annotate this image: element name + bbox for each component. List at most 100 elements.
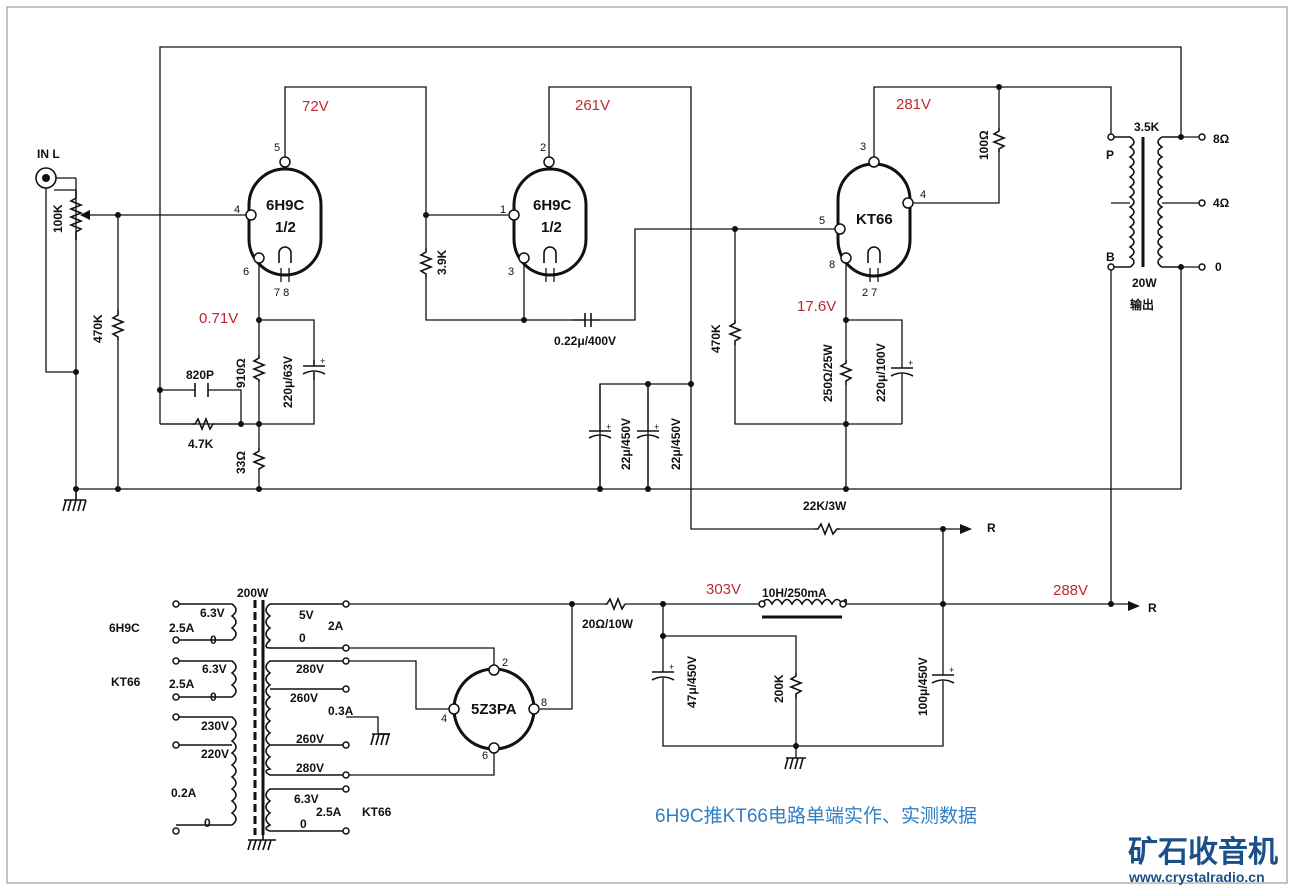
svg-text:8Ω: 8Ω <box>1213 132 1230 146</box>
svg-text:230V: 230V <box>201 719 229 733</box>
svg-text:KT66: KT66 <box>362 805 392 819</box>
arrow-r2-icon <box>1128 601 1140 611</box>
svg-text:4: 4 <box>920 189 926 201</box>
resistor-470k-in-icon <box>110 310 126 340</box>
svg-text:250Ω/25W: 250Ω/25W <box>821 344 835 402</box>
svg-text:470K: 470K <box>91 314 105 343</box>
resistor-33-icon <box>251 448 267 470</box>
svg-text:22K/3W: 22K/3W <box>803 499 847 513</box>
junctions <box>73 84 1114 749</box>
svg-text:2.5A: 2.5A <box>316 805 342 819</box>
ground-symbol-icon <box>62 489 87 512</box>
svg-text:4Ω: 4Ω <box>1213 196 1230 210</box>
tube-labels: 6H9C 1/2 6H9C 1/2 KT66 5Z3PA <box>266 197 893 718</box>
capacitor-820p-icon <box>194 383 209 397</box>
svg-text:4.7K: 4.7K <box>188 437 214 451</box>
svg-text:+: + <box>320 356 325 366</box>
tube-v2 <box>508 156 588 282</box>
svg-text:100μ/450V: 100μ/450V <box>916 657 930 716</box>
svg-text:6: 6 <box>243 266 249 278</box>
svg-text:2A: 2A <box>328 619 344 633</box>
frame-border <box>6 6 1288 884</box>
svg-text:+: + <box>654 422 659 432</box>
svg-text:22μ/450V: 22μ/450V <box>669 418 683 470</box>
svg-text:R: R <box>1148 601 1157 615</box>
svg-text:8: 8 <box>541 697 547 709</box>
resistor-22k-icon <box>815 521 840 537</box>
svg-text:820P: 820P <box>186 368 214 382</box>
svg-text:5V: 5V <box>299 608 314 622</box>
resistor-100-icon <box>991 128 1007 152</box>
svg-text:2.5A: 2.5A <box>169 677 195 691</box>
v3-name: KT66 <box>856 211 893 228</box>
svg-text:6H9C: 6H9C <box>109 621 140 635</box>
svg-text:280V: 280V <box>296 761 324 775</box>
svg-text:+: + <box>669 662 674 672</box>
resistor-4k7-icon <box>192 416 214 432</box>
svg-text:20Ω/10W: 20Ω/10W <box>582 617 634 631</box>
svg-text:0.71V: 0.71V <box>199 310 238 327</box>
svg-text:P: P <box>1106 148 1114 162</box>
svg-text:1: 1 <box>500 204 506 216</box>
svg-text:470K: 470K <box>709 324 723 353</box>
svg-text:4: 4 <box>441 713 447 725</box>
svg-text:303V: 303V <box>706 581 741 598</box>
svg-text:输出: 输出 <box>1130 297 1154 312</box>
svg-text:KT66: KT66 <box>111 675 141 689</box>
svg-text:22μ/450V: 22μ/450V <box>619 418 633 470</box>
svg-text:260V: 260V <box>290 691 318 705</box>
svg-text:5: 5 <box>819 215 825 227</box>
svg-text:100Ω: 100Ω <box>977 130 991 160</box>
svg-text:261V: 261V <box>575 97 610 114</box>
rect-name: 5Z3PA <box>471 701 517 718</box>
svg-text:8: 8 <box>829 259 835 271</box>
resistor-3k9-icon <box>418 248 434 278</box>
svg-text:100K: 100K <box>51 204 65 233</box>
svg-text:288V: 288V <box>1053 582 1088 599</box>
resistor-20-icon <box>605 596 626 612</box>
diagram-title: 6H9C推KT66电路单端实作、实测数据 <box>655 805 977 827</box>
resistor-250-icon <box>838 360 854 385</box>
component-labels: IN L 100K 470K 820P 4.7K 910Ω 33Ω 220μ/6… <box>37 130 991 716</box>
svg-text:2: 2 <box>502 657 508 669</box>
resistor-910-icon <box>251 355 267 382</box>
svg-text:260V: 260V <box>296 732 324 746</box>
svg-text:220μ/100V: 220μ/100V <box>874 343 888 402</box>
svg-text:17.6V: 17.6V <box>797 298 836 315</box>
svg-text:6.3V: 6.3V <box>294 792 319 806</box>
svg-text:0: 0 <box>300 817 307 831</box>
arrow-r1-icon <box>960 524 972 534</box>
svg-text:B: B <box>1106 250 1115 264</box>
svg-text:33Ω: 33Ω <box>234 451 248 474</box>
choke-inductor-icon <box>758 598 847 619</box>
tube-rectifier <box>448 664 540 754</box>
v2-sub: 1/2 <box>541 219 562 236</box>
svg-text:0: 0 <box>1215 260 1222 274</box>
output-transformer-icon <box>1107 133 1206 271</box>
svg-text:72V: 72V <box>302 98 329 115</box>
svg-text:47μ/450V: 47μ/450V <box>685 656 699 708</box>
svg-text:3.5K: 3.5K <box>1134 120 1160 134</box>
svg-text:0.22μ/400V: 0.22μ/400V <box>554 334 616 348</box>
svg-text:+: + <box>949 665 954 675</box>
tube-v3 <box>834 156 914 282</box>
v2-name: 6H9C <box>533 197 572 214</box>
svg-text:0: 0 <box>299 631 306 645</box>
v1-name: 6H9C <box>266 197 305 214</box>
svg-text:2 7: 2 7 <box>862 287 877 299</box>
svg-text:281V: 281V <box>896 96 931 113</box>
svg-text:R: R <box>987 521 996 535</box>
svg-text:280V: 280V <box>296 662 324 676</box>
site-url: www.crystalradio.cn <box>1128 869 1265 885</box>
tube-v1 <box>245 156 323 282</box>
svg-text:3.9K: 3.9K <box>435 249 449 275</box>
input-jack-icon <box>35 167 77 190</box>
svg-text:6.3V: 6.3V <box>200 606 225 620</box>
volume-pot-icon <box>68 190 90 240</box>
svg-text:6.3V: 6.3V <box>202 662 227 676</box>
resistor-470k-g-icon <box>727 320 743 345</box>
svg-text:3: 3 <box>860 141 866 153</box>
v1-sub: 1/2 <box>275 219 296 236</box>
power-transformer-icon <box>176 600 346 835</box>
